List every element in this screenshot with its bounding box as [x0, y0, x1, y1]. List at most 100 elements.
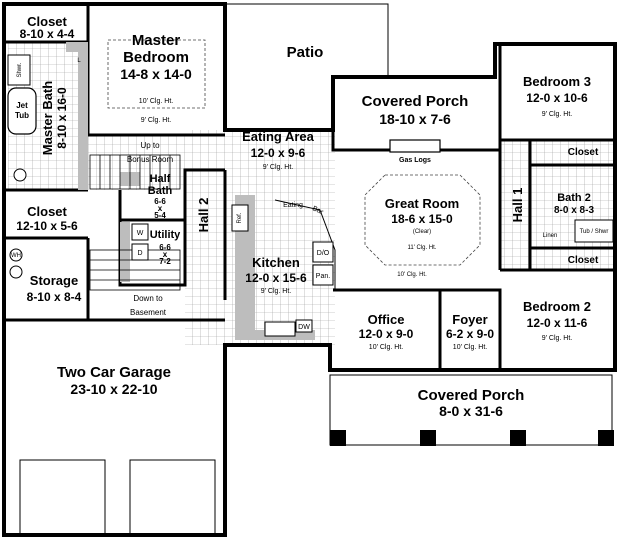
kitchen-counter: [235, 195, 315, 340]
great-room-ceiling-2: 10' Clg. Ht.: [397, 272, 427, 278]
master-bedroom-dims: 14-8 x 14-0: [120, 66, 192, 82]
garage-name: Two Car Garage: [57, 364, 171, 381]
wh-label: WH: [11, 253, 21, 259]
master-bedroom-ceiling-1: 10' Clg. Ht.: [139, 98, 173, 105]
bonus-room-label: Bonus Room: [127, 155, 174, 164]
utility-dims-2: x: [163, 250, 168, 259]
foyer-name: Foyer: [452, 312, 487, 327]
half-bath-dims-1: 6-6: [154, 197, 166, 206]
garage-door-1: [19, 459, 106, 536]
half-bath-dims-2: x: [158, 204, 163, 213]
closet-b2-label: Closet: [568, 255, 599, 266]
foyer-ceiling: 10' Clg. Ht.: [453, 344, 487, 351]
dw-box: [295, 319, 313, 333]
half-bath-dims-3: 5-4: [154, 211, 166, 220]
hall2-name: Hall 2: [196, 198, 211, 233]
great-room-name: Great Room: [385, 196, 459, 211]
jet-tub-label-2: Tub: [15, 111, 29, 120]
hvac-unit: [9, 265, 23, 279]
down-to-label: Down to: [133, 294, 163, 303]
office-dims: 12-0 x 9-0: [359, 327, 414, 341]
closet-hall-name: Closet: [27, 204, 67, 219]
master-toilet: [13, 168, 27, 182]
great-room-ceiling-outline: [364, 174, 481, 266]
master-bedroom-ceiling-2: 9' Clg. Ht.: [141, 117, 172, 124]
kitchen-ceiling: 9' Clg. Ht.: [261, 288, 292, 295]
master-shower: [7, 54, 31, 86]
bath2-tub: [574, 219, 614, 243]
kitchen-sink: [264, 321, 296, 337]
eating-area-dims: 12-0 x 9-6: [251, 146, 306, 160]
closet-master-dims: 8-10 x 4-4: [20, 27, 75, 41]
shower-label: Shwr.: [17, 62, 23, 77]
foyer-dims: 6-2 x 9-0: [446, 327, 494, 341]
porch-column-2: [420, 430, 436, 446]
linen-label: Linen: [543, 233, 558, 239]
office-ceiling: 10' Clg. Ht.: [369, 344, 403, 351]
closet-b3-label: Closet: [568, 147, 599, 158]
do-label: D/O: [317, 250, 330, 257]
master-ceiling-outline: [107, 39, 206, 109]
dryer: [131, 243, 149, 261]
storage-dims: 8-10 x 8-4: [27, 290, 82, 304]
master-bedroom-name-2: Bedroom: [123, 49, 189, 66]
bedroom2-ceiling: 9' Clg. Ht.: [542, 335, 573, 342]
eating-area-name: Eating Area: [242, 129, 315, 144]
bath2-name: Bath 2: [557, 192, 591, 204]
basement-label: Basement: [130, 308, 167, 317]
eating-kitchen-tile: [185, 130, 335, 345]
porch-column-1: [330, 430, 346, 446]
eating-bar-label-1: Eating: [283, 202, 303, 209]
jet-tub-label-1: Jet: [16, 101, 28, 110]
washer-label: W: [137, 230, 144, 237]
covered-porch-rear-name: Covered Porch: [362, 93, 469, 110]
porch-column-3: [510, 430, 526, 446]
dryer-label: D: [137, 250, 142, 257]
great-room-note: (Clear): [413, 229, 431, 235]
bedroom3-ceiling: 9' Clg. Ht.: [542, 111, 573, 118]
garage-dims: 23-10 x 22-10: [70, 381, 157, 397]
ref-box: [231, 204, 249, 232]
master-bath-counter: [66, 42, 88, 190]
covered-porch-rear-dims: 18-10 x 7-6: [379, 111, 451, 127]
utility-name: Utility: [150, 229, 181, 241]
kitchen-dims: 12-0 x 15-6: [245, 271, 307, 285]
bedroom3-name: Bedroom 3: [523, 74, 591, 89]
storage-name: Storage: [30, 273, 78, 288]
gas-logs-fireplace: [389, 139, 441, 153]
eating-bar-label-2: Bar: [311, 205, 324, 216]
porch-column-4: [598, 430, 614, 446]
master-bath-dims: 8-10 x 16-0: [55, 87, 69, 149]
patio-outline: [225, 3, 389, 77]
utility-dims-1: 6-6: [159, 243, 171, 252]
master-bedroom-name-1: Master: [132, 32, 181, 49]
pan-box: [312, 264, 334, 286]
bath2-dims: 8-0 x 8-3: [554, 205, 594, 216]
washer: [131, 223, 149, 241]
garage-door-2: [129, 459, 216, 536]
office-name: Office: [368, 312, 405, 327]
wh-tank: [9, 248, 23, 262]
dw-label: DW: [298, 324, 310, 331]
great-room-dims: 18-6 x 15-0: [391, 212, 453, 226]
great-room-ceiling: 11' Clg. Ht.: [407, 245, 436, 251]
patio-name: Patio: [287, 44, 324, 61]
master-bath-name: Master Bath: [40, 81, 55, 155]
half-bath-name-1: Half: [150, 173, 171, 185]
utility-counter: [120, 222, 130, 282]
bedroom2-dims: 12-0 x 11-6: [527, 316, 588, 330]
ref-label: Ref.: [237, 212, 243, 223]
kitchen-name: Kitchen: [252, 255, 300, 270]
linen-l-label: L: [77, 58, 81, 64]
up-to-label: Up to: [140, 141, 160, 150]
half-bath-name-2: Bath: [148, 185, 173, 197]
jet-tub: [7, 87, 37, 135]
stairs-up: [89, 154, 181, 190]
bedroom3-dims: 12-0 x 10-6: [526, 91, 588, 105]
eating-area-ceiling: 9' Clg. Ht.: [263, 164, 294, 171]
do-box: [312, 241, 334, 263]
pan-label: Pan.: [316, 273, 330, 280]
hall1-name: Hall 1: [510, 188, 525, 223]
